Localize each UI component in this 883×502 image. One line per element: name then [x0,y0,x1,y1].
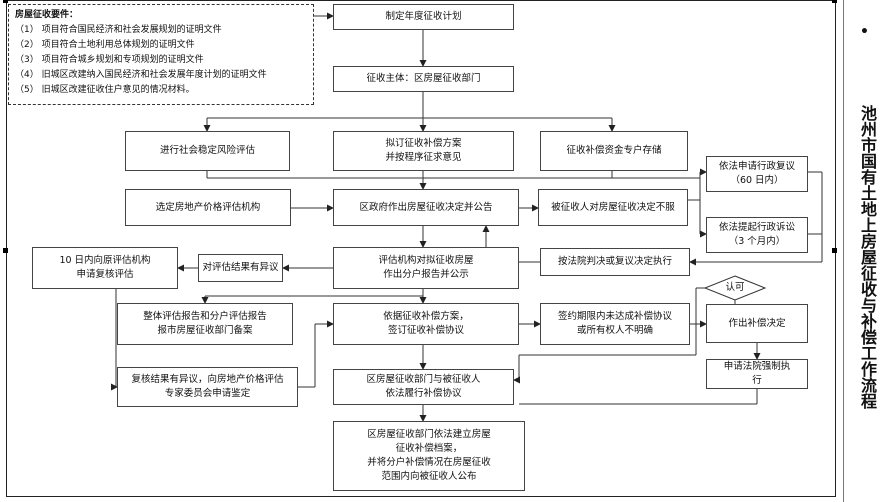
document-title: 池州市国有土地上房屋征收与补偿工作流程 [858,105,877,409]
box-dissatisfied[interactable]: 被征收人对房屋征收决定不服 [538,189,688,226]
box-perform[interactable]: 区房屋征收部门与被征收人 依法履行补偿协议 [333,369,514,405]
box-select-agency[interactable]: 选定房地产价格评估机构 [125,189,291,226]
resize-handle-right[interactable] [832,248,837,253]
box-review[interactable]: 依法申请行政复议 （60 日内） [706,156,808,192]
box-appraisal[interactable]: 复核结果有异议，向房地产价格评估 专家委员会申请鉴定 [117,367,298,407]
bullet-mark: • [860,24,869,40]
box-agency-report[interactable]: 评估机构对拟征收房屋 作出分户报告并公示 [333,247,519,289]
box-objection[interactable]: 对评估结果有异议 [198,254,283,282]
box-subject[interactable]: 征收主体：区房屋征收部门 [333,66,514,92]
box-overall-report[interactable]: 整体评估报告和分户评估报告 报市房屋征收部门备案 [117,303,293,345]
requirement-item: （5） 旧城区改建征收住户意见的情况材料。 [15,85,195,95]
box-plan[interactable]: 制定年度征收计划 [333,4,514,30]
box-decision[interactable]: 区政府作出房屋征收决定并公告 [333,189,519,226]
resize-handle-top-left[interactable] [3,0,8,3]
requirement-item: （1） 项目符合国民经济和社会发展规划的证明文件 [15,25,222,35]
resize-handle-top-right[interactable] [832,0,837,3]
requirements-title: 房屋征收要件： [15,10,79,20]
box-draft[interactable]: 拟订征收补偿方案 并按程序征求意见 [333,131,514,171]
box-enforce[interactable]: 申请法院强制执 行 [706,359,808,389]
box-risk[interactable]: 进行社会稳定风险评估 [125,131,290,171]
requirement-item: （3） 项目符合城乡规划和专项规划的证明文件 [15,55,204,65]
requirement-item: （2） 项目符合土地利用总体规划的证明文件 [15,40,195,50]
box-fund[interactable]: 征收补偿资金专户存储 [540,131,688,171]
box-comp-decision[interactable]: 作出补偿决定 [706,304,808,343]
requirement-item: （4） 旧城区改建纳入国民经济和社会发展年度计划的证明文件 [15,70,267,80]
box-no-agreement[interactable]: 签约期限内未达成补偿协议 或所有权人不明确 [540,303,690,345]
margin-rule [843,0,844,502]
box-court-exec[interactable]: 按法院判决或复议决定执行 [540,248,690,276]
requirements-note: 房屋征收要件： （1） 项目符合国民经济和社会发展规划的证明文件 （2） 项目符… [8,4,314,105]
box-lawsuit[interactable]: 依法提起行政诉讼 （3 个月内） [706,217,808,253]
box-reeval[interactable]: 10 日内向原评估机构 申请复核评估 [32,247,178,289]
decision-approve-label: 认可 [725,282,745,293]
box-archive[interactable]: 区房屋征收部门依法建立房屋 征收补偿档案， 并将分户补偿情况在房屋征收 范围内向… [333,421,525,491]
resize-handle-left[interactable] [3,248,8,253]
box-sign[interactable]: 依据征收补偿方案， 签订征收补偿协议 [333,303,519,345]
